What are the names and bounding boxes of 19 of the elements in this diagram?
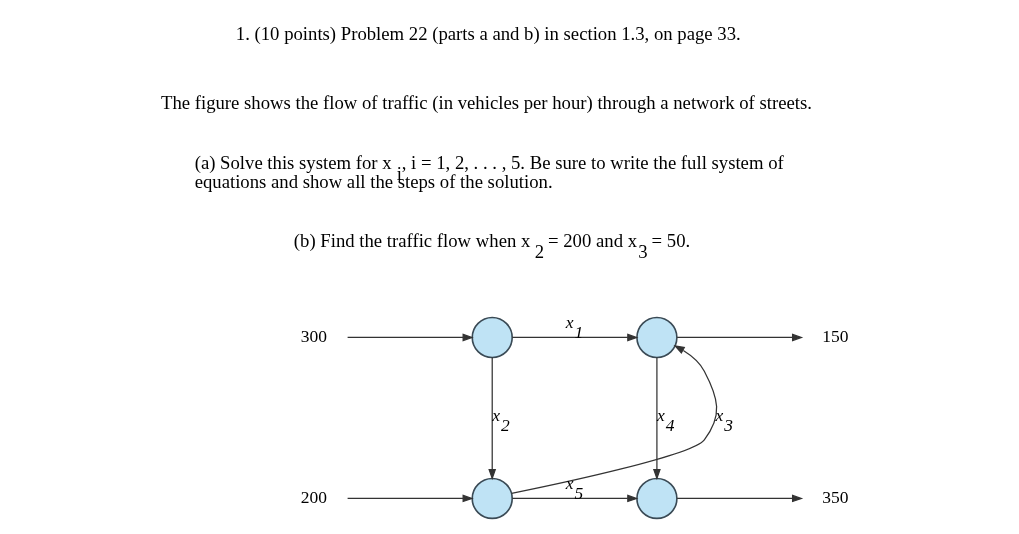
node-circle <box>470 316 513 359</box>
node-text: 200 <box>300 487 327 508</box>
node-circle <box>635 477 678 520</box>
label: The figure shows the flow of traffic (in vehicles per hour) through a network of streets. <box>160 91 812 113</box>
arrow <box>676 494 803 503</box>
arrow <box>346 494 474 503</box>
node-circle <box>635 316 678 359</box>
node-circle <box>470 477 513 520</box>
arrow <box>652 356 661 481</box>
arrow <box>346 333 474 342</box>
arrow <box>511 494 638 503</box>
node-text: 150 <box>821 326 848 347</box>
arrow <box>676 333 803 342</box>
arrow <box>511 333 638 342</box>
label: 1. (10 points) Problem 22 (parts a and b) in section 1.3, on page 33. <box>235 22 741 44</box>
node-text: 300 <box>300 326 327 347</box>
arrow <box>487 356 496 481</box>
node-text: 350 <box>821 487 848 508</box>
arrow <box>510 345 717 494</box>
